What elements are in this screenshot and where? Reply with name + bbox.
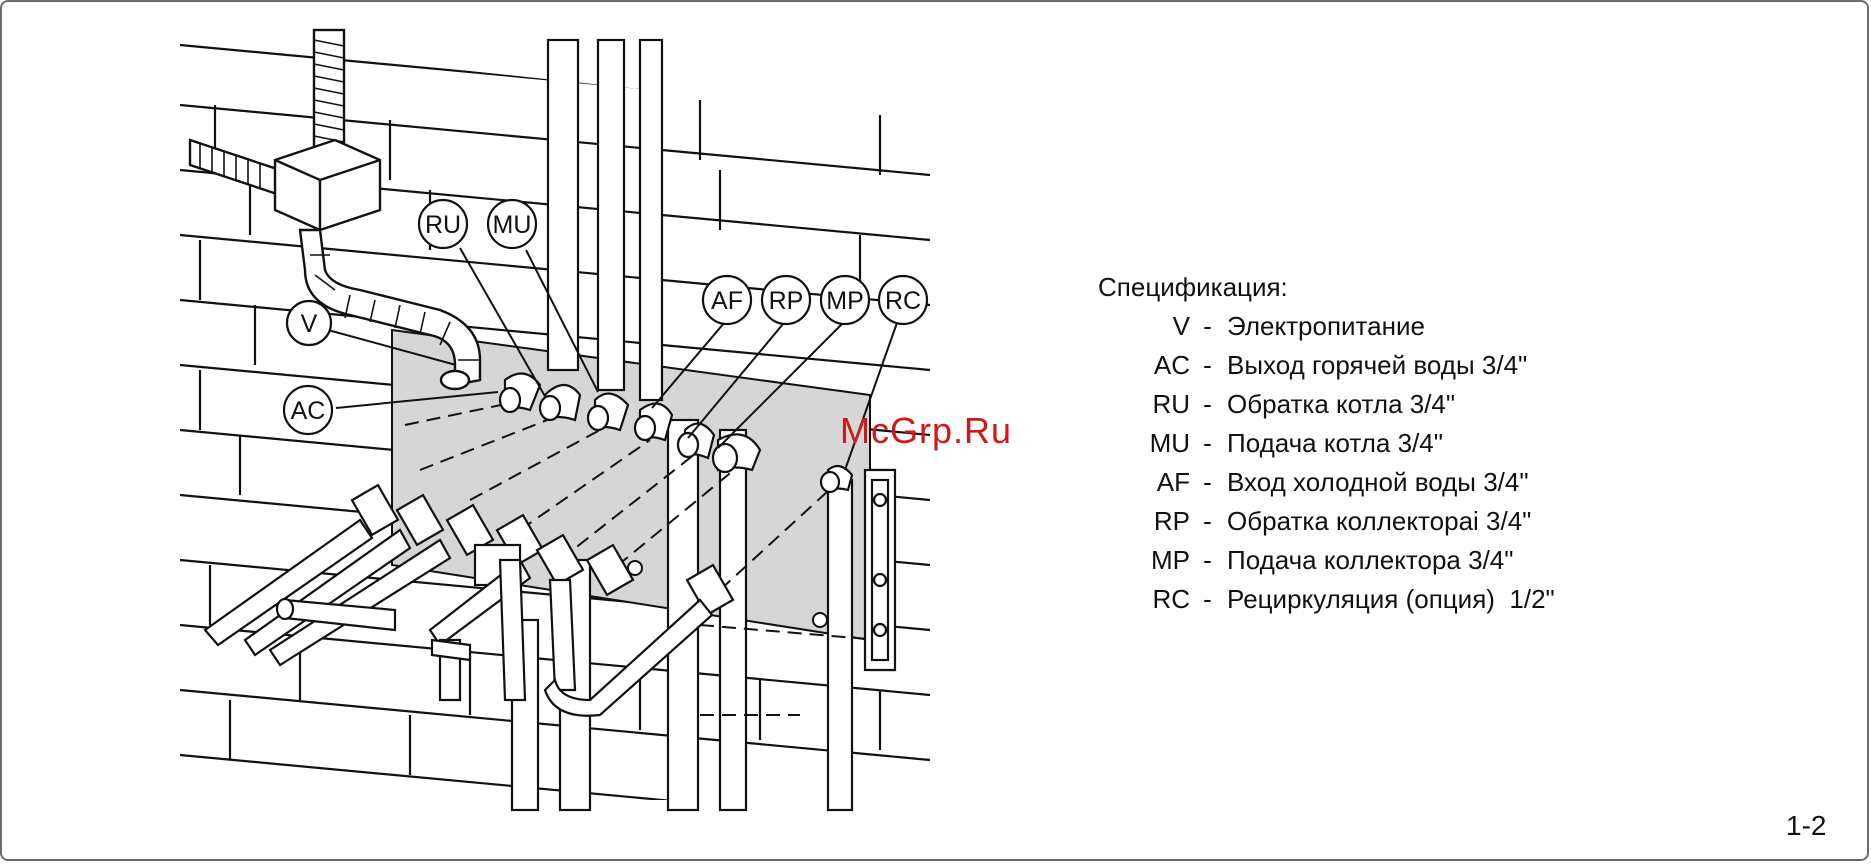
callout-ac-label: AC [291, 397, 326, 425]
callout-mu: MU [488, 200, 536, 248]
callout-af: AF [703, 276, 751, 324]
callout-v: V [287, 301, 331, 345]
spec-desc: Электропитание [1225, 307, 1425, 346]
callout-ru: RU [419, 200, 467, 248]
spec-code: RC [1098, 580, 1190, 619]
callout-rp-label: RP [769, 287, 804, 315]
spec-desc: Подача котла 3/4" [1225, 424, 1443, 463]
spec-desc: Вход холодной воды 3/4" [1225, 463, 1529, 502]
spec-code: RU [1098, 385, 1190, 424]
spec-desc: Обратка коллектораi 3/4" [1225, 502, 1531, 541]
spec-row: AC-Выход горячей воды 3/4" [1098, 346, 1555, 385]
wall-bracket [865, 470, 895, 670]
callout-rc: RC [879, 276, 927, 324]
callout-rc-label: RC [885, 287, 921, 315]
spec-row: AF-Вход холодной воды 3/4" [1098, 463, 1555, 502]
callout-ru-label: RU [425, 211, 461, 239]
spec-desc: Подача коллектора 3/4" [1225, 541, 1513, 580]
spec-desc: Рециркуляция (опция) 1/2" [1225, 580, 1555, 619]
spec-code: MU [1098, 424, 1190, 463]
spec-row: MU-Подача котла 3/4" [1098, 424, 1555, 463]
spec-desc: Выход горячей воды 3/4" [1225, 346, 1527, 385]
spec-row: RC-Рециркуляция (опция) 1/2" [1098, 580, 1555, 619]
callout-ac: AC [284, 386, 332, 434]
spec-row: RU-Обратка котла 3/4" [1098, 385, 1555, 424]
callout-mp: MP [821, 276, 869, 324]
callout-mu-label: MU [493, 211, 532, 239]
spec-code: AF [1098, 463, 1190, 502]
callout-mp-label: MP [826, 287, 864, 315]
specification-title: Спецификация: [1098, 268, 1555, 307]
watermark: McGrp.Ru [840, 410, 1012, 452]
spec-row: V-Электропитание [1098, 307, 1555, 346]
spec-desc: Обратка котла 3/4" [1225, 385, 1455, 424]
spec-code: V [1098, 307, 1190, 346]
spec-code: AC [1098, 346, 1190, 385]
spec-row: RP-Обратка коллектораi 3/4" [1098, 502, 1555, 541]
callout-rp: RP [762, 276, 810, 324]
callout-v-label: V [301, 310, 318, 338]
specification-legend: Спецификация: V-Электропитание AC-Выход … [1098, 268, 1555, 619]
spec-code: RP [1098, 502, 1190, 541]
callout-af-label: AF [711, 287, 743, 315]
spec-row: MP-Подача коллектора 3/4" [1098, 541, 1555, 580]
page-number: 1-2 [1786, 810, 1826, 842]
spec-code: MP [1098, 541, 1190, 580]
